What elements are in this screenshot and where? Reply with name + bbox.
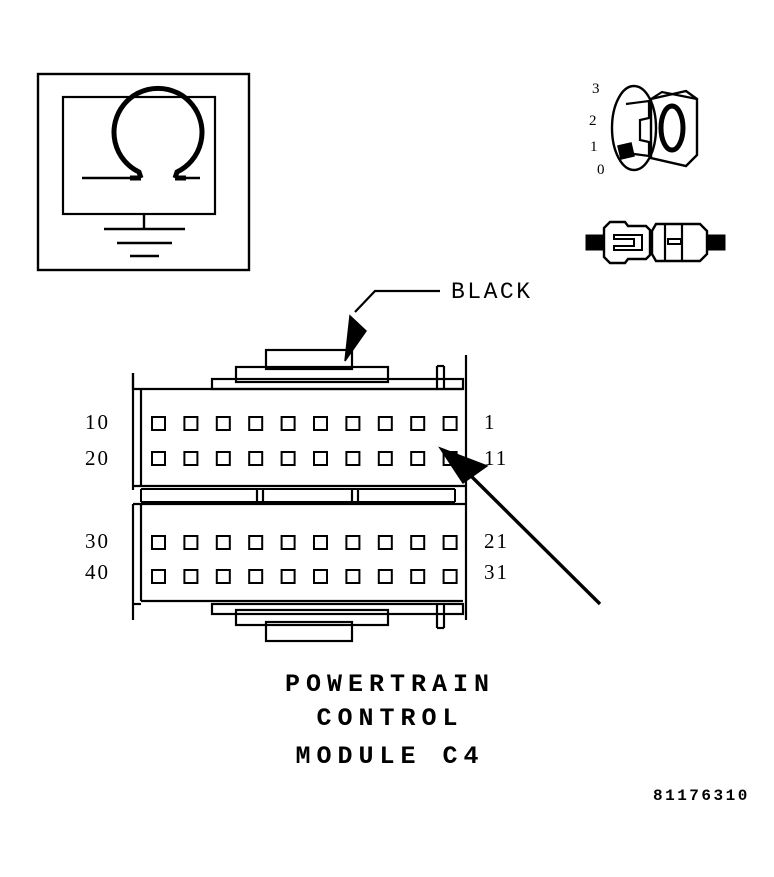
side-view-male-housing (650, 222, 709, 263)
pin-cavity (215, 569, 231, 584)
pin-label-right-1: 1 (484, 410, 497, 434)
bottom-step-2 (234, 608, 390, 627)
side-view-latch-detail (613, 234, 643, 251)
pin-cavity (442, 416, 458, 431)
pin-cavity (345, 416, 361, 431)
part-number: 81176310 (653, 787, 750, 805)
pin-label-right-21: 21 (484, 529, 509, 553)
pin-label-left-40: 40 (85, 560, 110, 584)
pin-cavity (215, 451, 231, 466)
pin-cavity (410, 535, 426, 550)
side-view-right-wire (706, 234, 726, 251)
pin-cavity (151, 451, 166, 466)
symbol-inner-box (61, 95, 217, 216)
pin-cavity (345, 451, 361, 466)
connector-rear-body (649, 89, 699, 168)
side-view-female-housing (602, 220, 652, 265)
pin-cavity (313, 451, 328, 466)
pointer-arrowhead (438, 446, 489, 485)
pin-cavity (151, 569, 166, 584)
symbol-outer-box (36, 72, 251, 272)
pin-label-left-30: 30 (85, 529, 110, 553)
shield-loop-icon (111, 85, 205, 179)
side-view-left-wire (585, 234, 605, 251)
pin-cavity (215, 535, 231, 550)
caption-line-2: CONTROL (316, 704, 464, 733)
callout-leader-line (354, 289, 440, 313)
caption-line-1: POWERTRAIN (284, 670, 496, 699)
top-latch-step-3 (264, 348, 354, 371)
pin-cavity (151, 535, 166, 550)
pin-cavity (410, 451, 426, 466)
pin-label-left-10: 10 (85, 410, 110, 434)
pin-cavity (442, 569, 458, 584)
shielded-ground-symbol (36, 72, 251, 272)
pin-cavity (345, 535, 361, 550)
pin-cavity (377, 569, 393, 584)
pin-cavity (248, 451, 264, 466)
pin-cavity (345, 569, 361, 584)
caption-line-3: MODULE C4 (295, 742, 485, 771)
pin-cavity (313, 535, 328, 550)
pin-cavity (280, 451, 296, 466)
scale-mark-1: 1 (590, 139, 598, 155)
bottom-step-3 (264, 620, 354, 643)
connector-face-view (131, 348, 468, 643)
pin-cavity (313, 569, 328, 584)
pin-label-left-20: 20 (85, 446, 110, 470)
black-wire-label: BLACK (451, 279, 533, 305)
pin-cavity (183, 451, 199, 466)
pin-grid (151, 416, 458, 584)
pin-cavity (377, 535, 393, 550)
pin-label-right-11: 11 (484, 446, 509, 470)
top-latch-step-1 (210, 377, 465, 391)
pin-cavity (410, 569, 426, 584)
top-latch-step-2 (234, 365, 390, 384)
bottom-step-1 (210, 602, 465, 616)
pin-cavity (377, 451, 393, 466)
pin-cavity (313, 416, 328, 431)
pin-cavity (280, 535, 296, 550)
pin-cavity (183, 535, 199, 550)
pin-cavity (215, 416, 231, 431)
pin-label-right-31: 31 (484, 560, 509, 584)
connector-collar (610, 84, 658, 172)
connector-collar-notch (625, 99, 651, 158)
connector-key-tab (617, 142, 635, 160)
pin-cavity (280, 416, 296, 431)
pin-cavity (183, 569, 199, 584)
connector-body-bevel (650, 90, 698, 101)
black-wire-callout-leader (344, 289, 440, 362)
connector-bore (658, 103, 686, 153)
pin-cavity (248, 535, 264, 550)
pin-cavity (442, 535, 458, 550)
connector-3d-view (610, 84, 699, 172)
scale-mark-0: 0 (597, 162, 605, 178)
pointer-arrow-shaft (468, 473, 602, 606)
pin-cavity (183, 416, 199, 431)
pin-pointer-arrow (438, 446, 602, 606)
side-view-slot (667, 238, 682, 245)
pin-cavity (280, 569, 296, 584)
scale-mark-2: 2 (589, 113, 597, 129)
scale-mark-3: 3 (592, 81, 600, 97)
callout-arrowhead (344, 314, 367, 362)
pin-cavity (248, 416, 264, 431)
pin-cavity (248, 569, 264, 584)
pin-cavity (377, 416, 393, 431)
pin-cavity (410, 416, 426, 431)
connector-side-view (585, 220, 726, 265)
pin-cavity (151, 416, 166, 431)
